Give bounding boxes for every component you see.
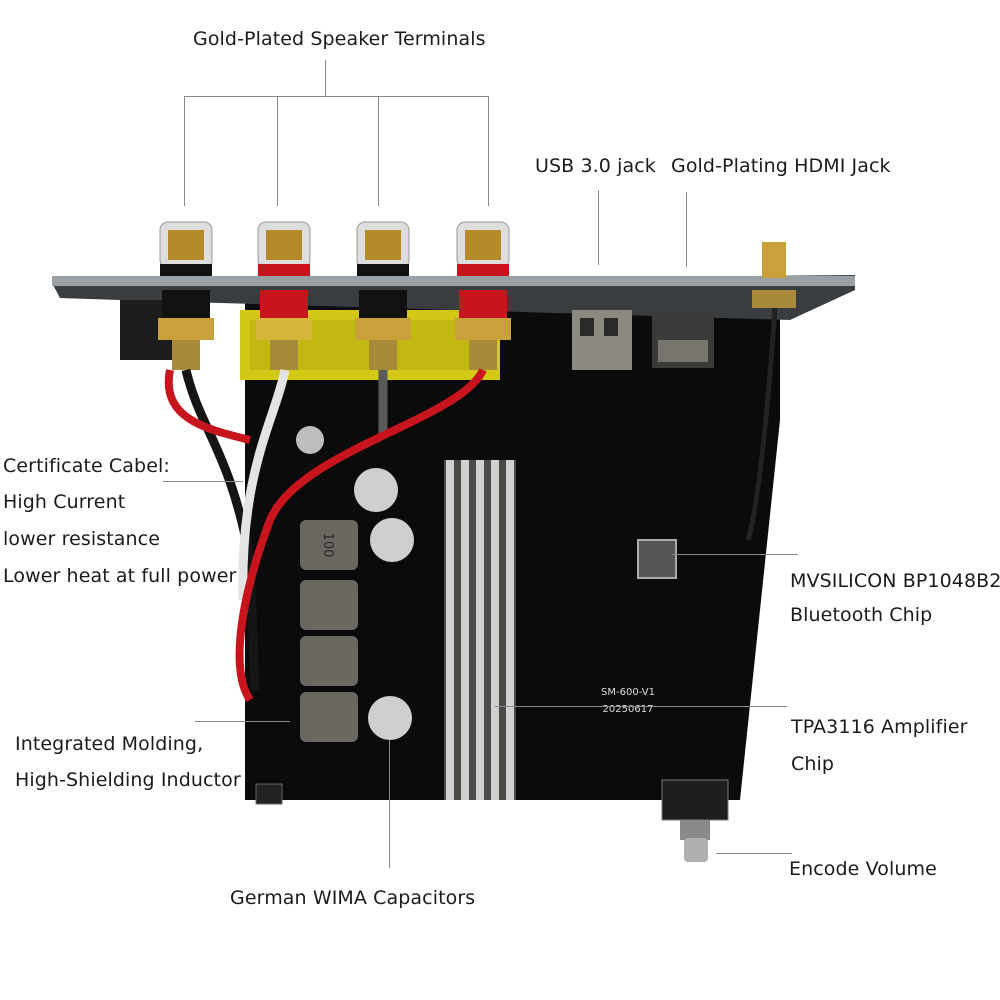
label-encode-volume: Encode Volume xyxy=(789,858,937,880)
speaker-terminal-4 xyxy=(455,221,511,370)
label-cable-line1: Certificate Cabel: xyxy=(3,455,170,477)
label-cable-line2: High Current xyxy=(3,491,126,513)
label-capacitors: German WIMA Capacitors xyxy=(230,887,476,909)
red-wire-left xyxy=(164,369,251,444)
callout-line-inductor xyxy=(195,721,290,722)
label-bluetooth-line1: MVSILICON BP1048B2 xyxy=(790,570,1000,592)
callout-line-terminal-3 xyxy=(378,96,379,206)
callout-line-cable xyxy=(163,481,243,482)
label-inductor-line2: High-Shielding Inductor xyxy=(15,769,241,791)
label-amplifier-line2: Chip xyxy=(791,753,835,775)
callout-line-bluetooth xyxy=(672,554,798,555)
callout-line-usb xyxy=(598,190,599,265)
callout-line-volume xyxy=(716,853,792,854)
speaker-terminal-3 xyxy=(355,221,411,370)
callout-line-hdmi xyxy=(686,192,687,267)
label-hdmi-jack: Gold-Plating HDMI Jack xyxy=(671,155,891,177)
callout-line-terminals-stem xyxy=(325,60,326,96)
inductor-marking: 100 xyxy=(320,533,335,558)
label-bluetooth-line2: Bluetooth Chip xyxy=(790,604,933,626)
red-wire-main xyxy=(235,368,487,703)
callout-line-amplifier xyxy=(495,706,787,707)
white-wire xyxy=(238,369,290,601)
antenna-connector xyxy=(745,242,796,541)
label-usb-jack: USB 3.0 jack xyxy=(535,155,656,177)
callout-line-terminal-1 xyxy=(184,96,185,206)
inductors: 100 xyxy=(300,520,358,742)
callout-line-terminal-2 xyxy=(277,96,278,206)
speaker-terminal-1 xyxy=(158,221,214,370)
front-panel-bracket xyxy=(52,275,855,320)
label-speaker-terminals: Gold-Plated Speaker Terminals xyxy=(193,28,486,50)
bottom-connector xyxy=(255,783,283,805)
label-cable-line4: Lower heat at full power xyxy=(3,565,237,587)
rotary-encoder xyxy=(661,779,729,862)
label-inductor-line1: Integrated Molding, xyxy=(15,733,204,755)
usb-jack xyxy=(572,310,632,370)
pcb-right-edge xyxy=(740,290,780,800)
hdmi-jack xyxy=(652,312,714,368)
callout-line-terminals-bar xyxy=(184,96,489,97)
label-amplifier-line1: TPA3116 Amplifier xyxy=(791,716,968,738)
board-model-text: SM-600-V1 xyxy=(601,687,655,698)
label-cable-line3: lower resistance xyxy=(3,528,161,550)
callout-line-capacitors xyxy=(389,740,390,868)
bluetooth-chip xyxy=(637,539,677,579)
board-date-text: 20250617 xyxy=(603,704,654,715)
capacitors xyxy=(296,426,414,740)
speaker-terminal-2 xyxy=(256,221,312,370)
front-panel-top xyxy=(52,276,855,286)
callout-line-terminal-4 xyxy=(488,96,489,206)
heatsink xyxy=(444,460,516,800)
